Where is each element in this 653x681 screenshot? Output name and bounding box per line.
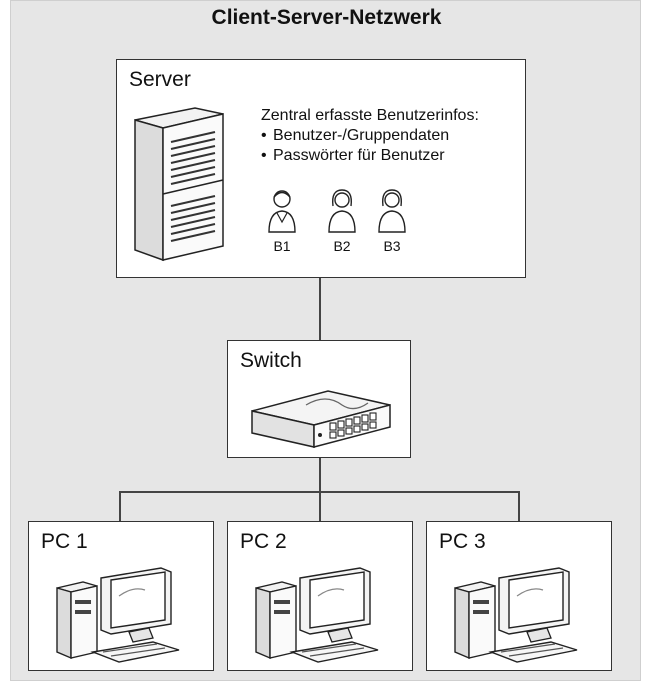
server-switch-link: [319, 277, 321, 340]
female-user-icon: [378, 189, 406, 233]
pc2-label: PC 2: [240, 530, 287, 553]
user-b2-label: B2: [333, 238, 351, 254]
pc1-label: PC 1: [41, 530, 88, 553]
user-info-text: Zentral erfasste Benutzerinfos: •Benutze…: [261, 106, 479, 166]
server-label: Server: [129, 68, 191, 91]
desktop-computer-icon: [255, 567, 379, 663]
switch-label: Switch: [240, 349, 302, 372]
user-b3: B3: [371, 186, 413, 254]
female-user-icon: [328, 189, 356, 233]
user-b2: B2: [321, 186, 363, 254]
user-b3-label: B3: [383, 238, 401, 254]
pc2-link: [319, 491, 321, 521]
pc3-box: PC 3: [426, 521, 612, 671]
diagram-title: Client-Server-Netzwerk: [211, 6, 442, 29]
user-b1: B1: [261, 186, 303, 254]
pc2-box: PC 2: [227, 521, 413, 671]
pc3-label: PC 3: [439, 530, 486, 553]
pc3-link: [518, 491, 520, 521]
switch-bus-link: [319, 457, 321, 492]
user-info-item: •Passwörter für Benutzer: [261, 147, 445, 164]
server-tower-icon: [134, 107, 224, 262]
server-box: Server Zentral erfasste Benutzerinfos: •…: [116, 59, 526, 278]
switch-icon: [251, 390, 391, 448]
pc1-link: [119, 491, 121, 521]
desktop-computer-icon: [454, 567, 578, 663]
pc1-box: PC 1: [28, 521, 214, 671]
switch-box: Switch: [227, 340, 411, 458]
desktop-computer-icon: [56, 567, 180, 663]
user-info-item: •Benutzer-/Gruppendaten: [261, 127, 450, 144]
user-info-heading: Zentral erfasste Benutzerinfos:: [261, 107, 479, 124]
user-b1-label: B1: [273, 238, 291, 254]
male-user-icon: [268, 190, 296, 233]
